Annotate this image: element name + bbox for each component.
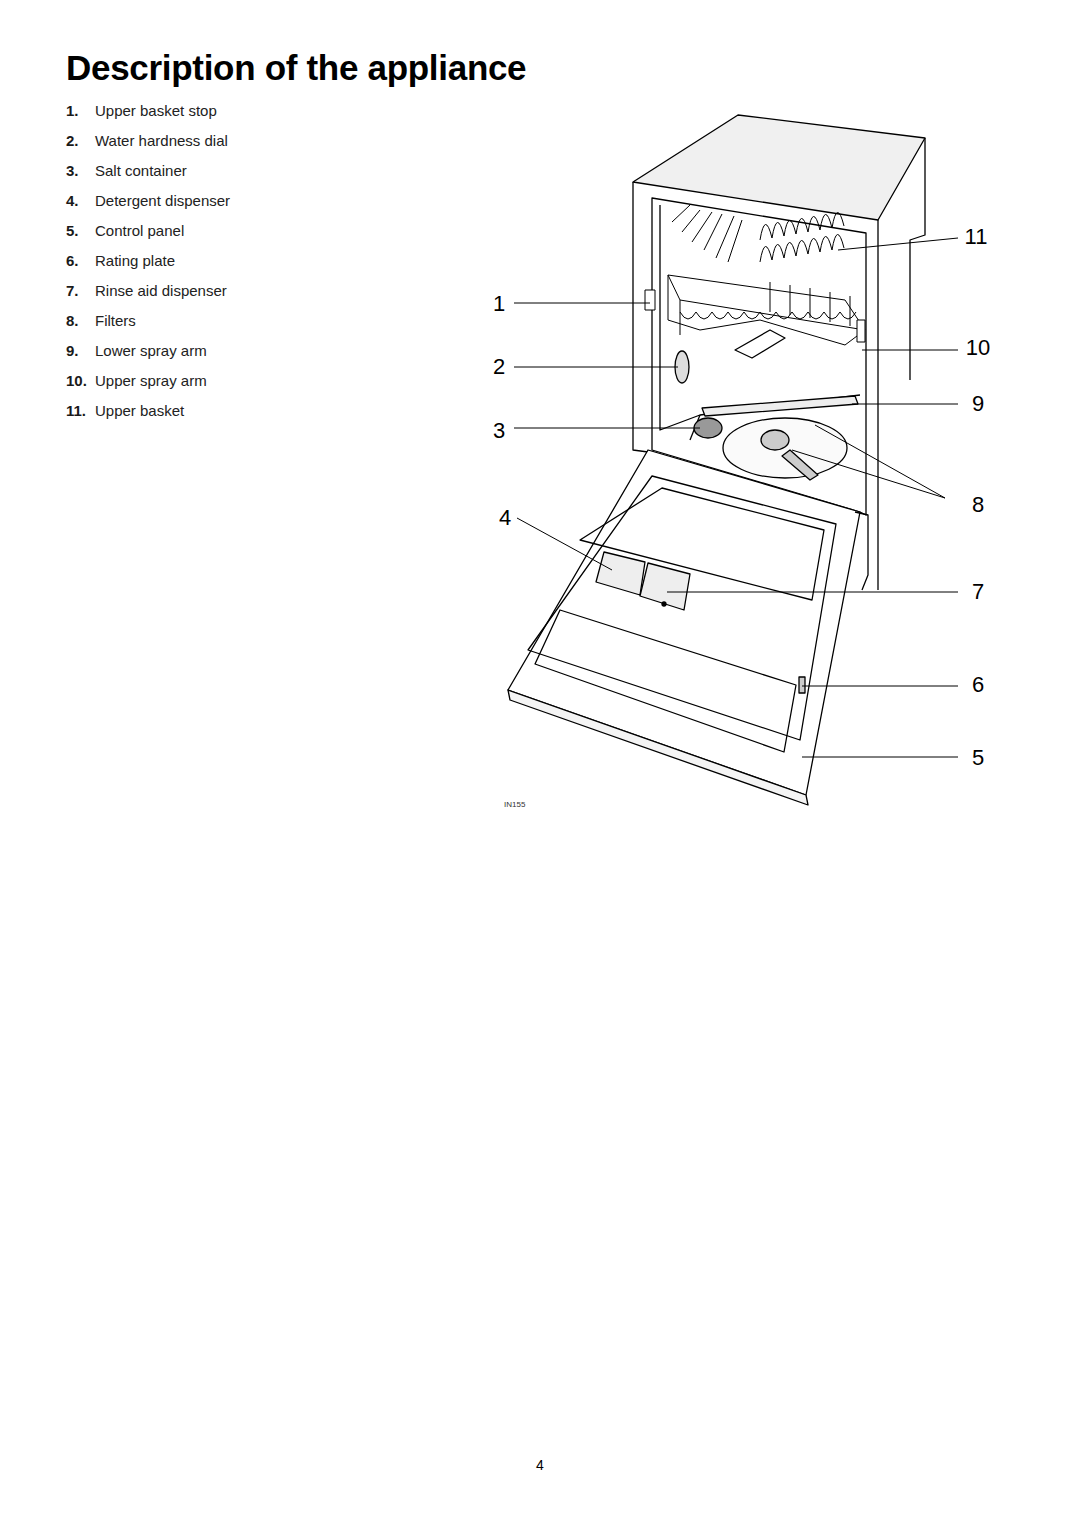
part-name: Filters xyxy=(95,312,136,330)
detergent-dispenser xyxy=(596,552,645,595)
figure-code: IN155 xyxy=(504,800,525,810)
callout-number: 9 xyxy=(972,391,984,417)
sump xyxy=(723,418,847,478)
door-panel xyxy=(580,488,824,600)
list-number: 11. xyxy=(66,402,86,420)
page-title: Description of the appliance xyxy=(66,47,526,89)
list-number: 7. xyxy=(66,282,79,300)
tub-inner xyxy=(660,205,860,430)
callout-number: 5 xyxy=(972,745,984,771)
cabinet-top xyxy=(633,115,925,220)
callout-number: 1 xyxy=(493,291,505,317)
part-name: Upper spray arm xyxy=(95,372,207,390)
callout-number: 2 xyxy=(493,354,505,380)
list-number: 6. xyxy=(66,252,79,270)
list-number: 4. xyxy=(66,192,79,210)
leader-lines xyxy=(514,238,958,757)
upper-basket xyxy=(645,205,865,345)
door-hinge xyxy=(855,512,868,590)
list-number: 1. xyxy=(66,102,79,120)
part-name: Rating plate xyxy=(95,252,175,270)
filter xyxy=(761,430,789,450)
callout-number: 11 xyxy=(965,224,988,250)
part-name: Control panel xyxy=(95,222,184,240)
list-number: 2. xyxy=(66,132,79,150)
cabinet-side xyxy=(877,220,878,590)
callout-number: 10 xyxy=(966,335,990,361)
lower-spray-arm xyxy=(702,396,858,416)
part-name: Water hardness dial xyxy=(95,132,228,150)
list-number: 3. xyxy=(66,162,79,180)
door xyxy=(508,450,860,795)
callout-number: 7 xyxy=(972,579,984,605)
list-number: 8. xyxy=(66,312,79,330)
part-name: Upper basket stop xyxy=(95,102,217,120)
list-number: 5. xyxy=(66,222,79,240)
callout-number: 3 xyxy=(493,418,505,444)
callout-number: 8 xyxy=(972,492,984,518)
list-number: 10. xyxy=(66,372,87,390)
page-number: 4 xyxy=(536,1457,544,1474)
part-name: Upper basket xyxy=(95,402,184,420)
upper-spray-arm xyxy=(735,330,785,358)
callout-number: 6 xyxy=(972,672,984,698)
door-panel xyxy=(535,610,796,752)
filter xyxy=(782,450,818,480)
rinse-aid-dispenser xyxy=(640,563,690,610)
part-name: Rinse aid dispenser xyxy=(95,282,227,300)
part-name: Salt container xyxy=(95,162,187,180)
callout-number: 4 xyxy=(499,505,511,531)
part-name: Lower spray arm xyxy=(95,342,207,360)
rinse-aid-indicator xyxy=(662,602,666,606)
cabinet-front xyxy=(633,182,648,452)
rating-plate xyxy=(799,677,805,693)
door-panel xyxy=(528,476,836,740)
part-name: Detergent dispenser xyxy=(95,192,230,210)
cabinet-side xyxy=(910,138,925,380)
list-number: 9. xyxy=(66,342,79,360)
